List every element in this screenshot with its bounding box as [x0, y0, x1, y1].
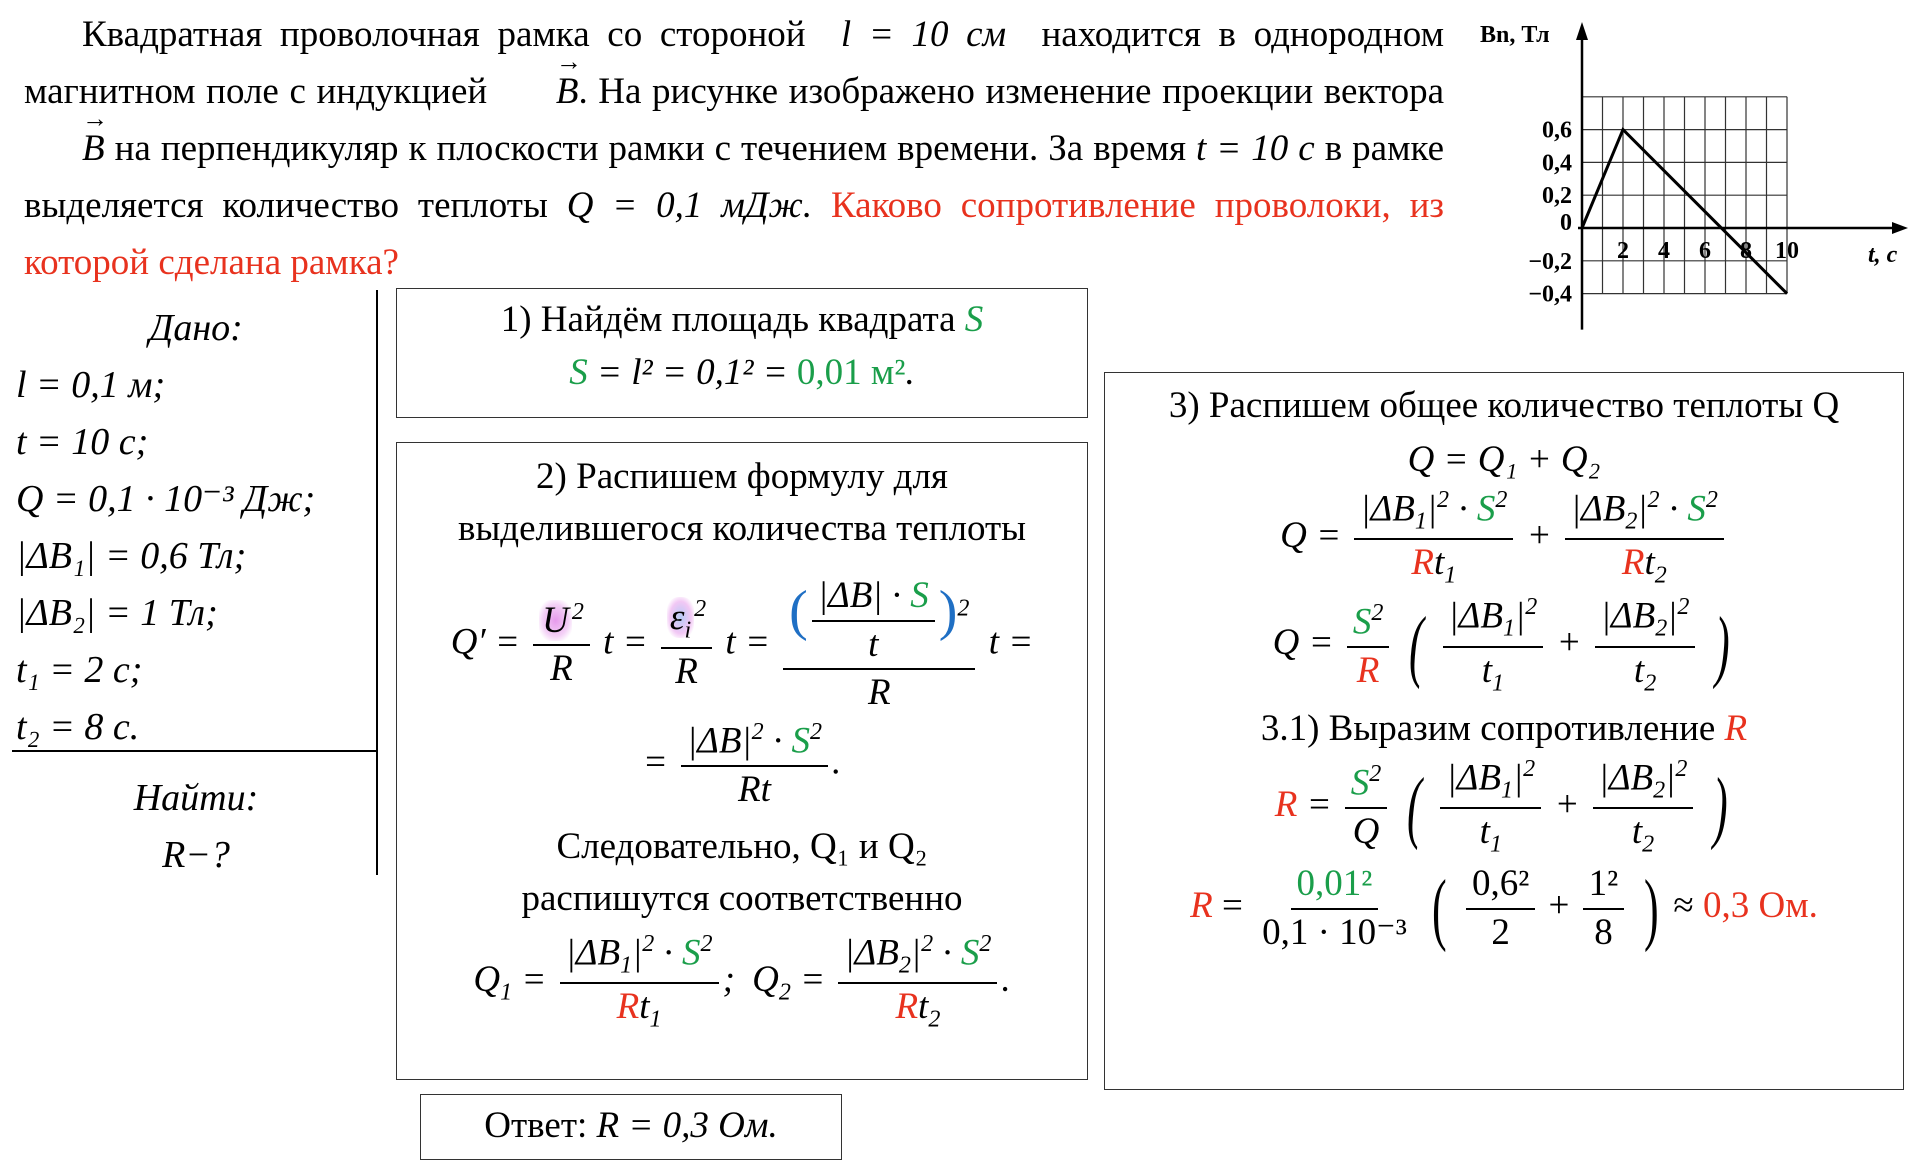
y-axis-arrow	[1576, 22, 1588, 40]
problem-text-2: находится в однородном магнитном поле с …	[24, 14, 1445, 112]
x-axis-arrow	[1892, 222, 1908, 234]
y-tick-label: −0,4	[1528, 282, 1572, 308]
y-tick-label: 0,4	[1542, 150, 1572, 176]
chart-series	[1580, 126, 1789, 295]
step3-heading: 3) Распишем общее количество теплоты Q	[1168, 385, 1840, 426]
given-divider-horizontal	[12, 750, 378, 752]
x-tick-label: 2	[1617, 238, 1629, 264]
x-tick-label: 6	[1699, 238, 1711, 264]
chart-axes	[1576, 22, 1908, 330]
find-value: R−?	[162, 834, 230, 876]
y-tick-label: 0,6	[1542, 118, 1572, 144]
x-tick-label: 10	[1775, 238, 1799, 264]
step3-sum: Q = Q₁ + Q₂	[1407, 439, 1601, 480]
given-row: t₁ = 2 с;	[16, 649, 143, 691]
chart-y-label: Bn, Тл	[1480, 22, 1550, 48]
problem-statement: Квадратная проволочная рамка со стороной…	[24, 6, 1444, 291]
problem-text-3: . На рисунке изображено изменение проекц…	[578, 71, 1445, 112]
step1-heading: 1) Найдём площадь квадрата S	[500, 299, 984, 340]
b-line-series	[1580, 126, 1789, 295]
step2-heading: 2) Распишем формулу для выделившегося ко…	[457, 456, 1027, 549]
step2-consequence: Следовательно, Q₁ и Q₂ распишутся соотве…	[521, 826, 963, 920]
vector-b-2: B	[24, 90, 105, 177]
problem-text-1: Квадратная проволочная рамка со стороной	[82, 14, 806, 55]
given-title: Дано:	[149, 307, 243, 349]
answer-value: R = 0,3 Ом.	[596, 1105, 778, 1146]
vector-b-1: B	[498, 33, 579, 120]
answer-box: Ответ: R = 0,3 Ом.	[420, 1094, 842, 1160]
problem-text-4: на перпендикуляр к плоскости рамки с теч…	[114, 128, 1187, 169]
given-row: t = 10 с;	[16, 421, 149, 463]
y-tick-label: 0,2	[1542, 183, 1572, 209]
step3-subheading: 3.1) Выразим сопротивление R	[1260, 707, 1748, 749]
given-row: |ΔB₂| = 1 Тл;	[16, 592, 218, 634]
given-row: l = 0,1 м;	[16, 364, 166, 406]
x-tick-label: 4	[1658, 238, 1670, 264]
y-tick-label: 0	[1560, 210, 1572, 236]
problem-time: t = 10 с	[1196, 128, 1315, 169]
given-row: t₂ = 8 с.	[16, 706, 140, 748]
step1-box: 1) Найдём площадь квадрата S S = l² = 0,…	[396, 288, 1088, 418]
problem-question: Каково сопротивление проволоки, из котор…	[24, 185, 1445, 283]
given-section: Дано: l = 0,1 м; t = 10 с; Q = 0,1 · 10⁻…	[16, 300, 376, 884]
given-divider-vertical	[376, 290, 378, 875]
given-row: |ΔB₁| = 0,6 Тл;	[16, 535, 247, 577]
answer-label: Ответ:	[484, 1105, 588, 1146]
step3-result: 0,3 Ом.	[1702, 885, 1818, 927]
step2-box: 2) Распишем формулу для выделившегося ко…	[396, 442, 1088, 1080]
y-tick-label: −0,2	[1528, 249, 1572, 275]
problem-side-length: l = 10 см	[840, 14, 1007, 55]
given-row: Q = 0,1 · 10⁻³ Дж;	[16, 478, 316, 520]
problem-text-5: в рамке выделяется количество теплоты	[24, 128, 1444, 226]
chart-x-label: t, с	[1868, 242, 1898, 268]
step3-box: 3) Распишем общее количество теплоты Q Q…	[1104, 372, 1904, 1090]
problem-heat: Q = 0,1 мДж.	[566, 185, 813, 226]
step1-formula: S = l² = 0,1² = 0,01 м².	[569, 352, 915, 393]
find-title: Найти:	[133, 777, 259, 819]
